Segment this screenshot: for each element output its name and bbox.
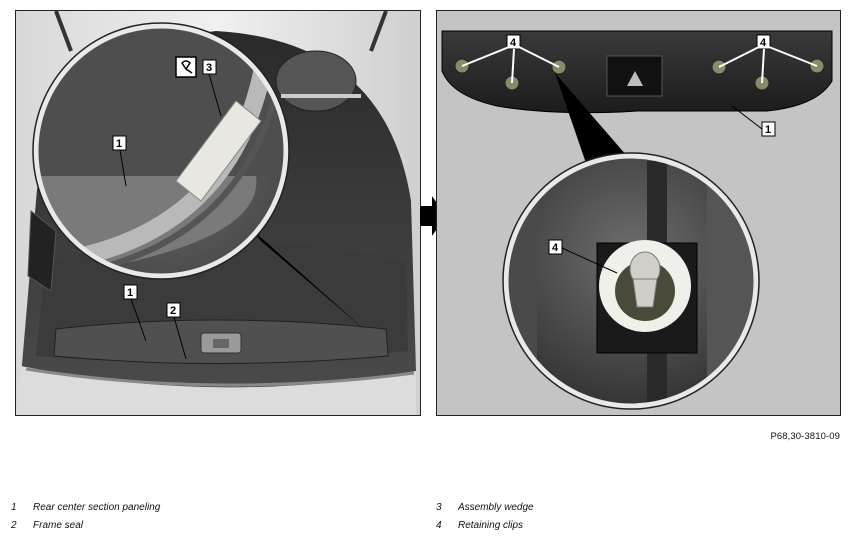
callout-1-right: 1 <box>731 105 776 137</box>
svg-text:1: 1 <box>116 138 122 150</box>
svg-text:1: 1 <box>127 287 133 299</box>
legend-item-1: 1 Rear center section paneling <box>11 502 160 513</box>
legend-item-4: 4 Retaining clips <box>436 520 523 531</box>
callout-4-right: 4 <box>718 34 818 84</box>
left-illustration-panel: 3 1 1 2 <box>15 10 421 416</box>
callout-3: 3 <box>202 59 222 117</box>
callout-1-lower: 1 <box>123 284 147 342</box>
svg-text:1: 1 <box>765 124 771 136</box>
legend-text: Retaining clips <box>458 520 524 531</box>
legend-number: 1 <box>11 502 17 513</box>
callout-4-left: 4 <box>461 34 560 84</box>
svg-text:3: 3 <box>206 62 212 74</box>
paneling-illustration: 4 4 1 <box>437 11 840 415</box>
svg-text:4: 4 <box>552 242 559 254</box>
callout-1-zoom: 1 <box>112 135 127 187</box>
svg-text:2: 2 <box>170 305 176 317</box>
legend-text: Frame seal <box>33 520 84 531</box>
legend-text: Assembly wedge <box>458 502 534 513</box>
svg-text:4: 4 <box>510 37 517 49</box>
callout-4-zoom: 4 <box>548 239 618 274</box>
legend-item-2: 2 Frame seal <box>11 520 83 531</box>
right-arrow-icon <box>420 196 446 236</box>
callout-2: 2 <box>166 302 187 360</box>
legend-number: 2 <box>11 520 17 531</box>
assembly-wedge-tool-icon <box>175 56 197 78</box>
figure-code: P68,30-3810-09 <box>770 431 840 442</box>
legend-number: 4 <box>436 520 442 531</box>
svg-text:4: 4 <box>760 37 767 49</box>
legend-item-3: 3 Assembly wedge <box>436 502 534 513</box>
trunk-illustration: 3 1 1 2 <box>16 11 420 415</box>
legend-number: 3 <box>436 502 442 513</box>
legend-text: Rear center section paneling <box>33 502 161 513</box>
right-illustration-panel: 4 4 1 <box>436 10 841 416</box>
